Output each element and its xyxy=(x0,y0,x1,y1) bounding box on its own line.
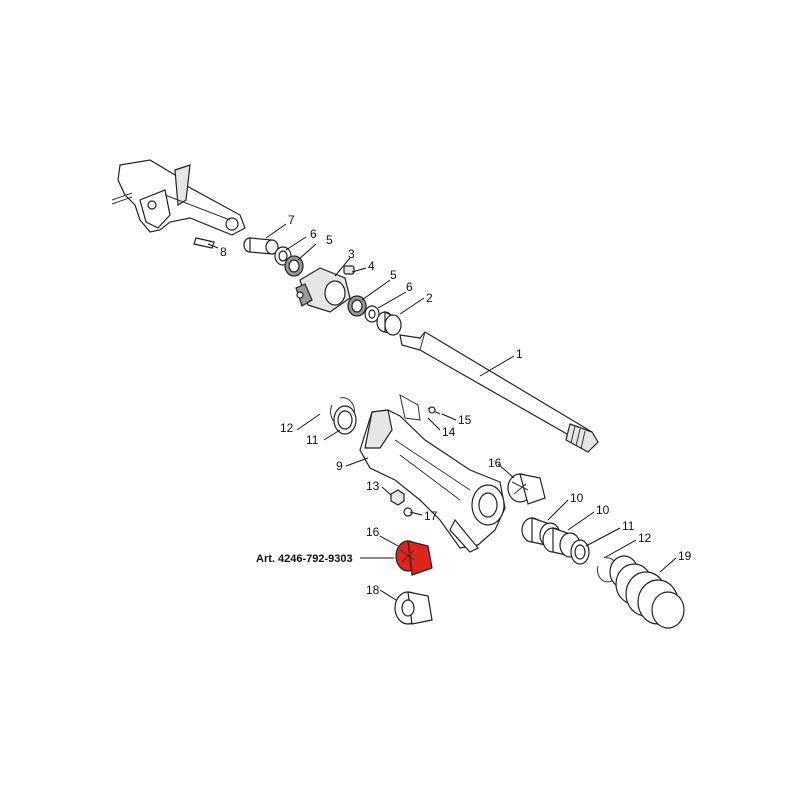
callout-10-b: 10 xyxy=(596,503,610,517)
callout-5-upper: 5 xyxy=(326,233,333,247)
coupling-part-16-right xyxy=(507,473,546,505)
callout-15: 15 xyxy=(458,413,472,427)
callout-19: 19 xyxy=(678,549,692,563)
screw-part-4 xyxy=(343,265,355,275)
seal-part-5-upper xyxy=(284,255,304,277)
callout-16-highlighted: 16 xyxy=(366,525,380,539)
clamp-part-3 xyxy=(295,267,351,313)
handle-bracket xyxy=(111,159,246,236)
callout-3: 3 xyxy=(348,247,355,261)
pin-part-8 xyxy=(193,237,215,249)
bushing-part-18 xyxy=(394,591,433,625)
callout-12-lower: 12 xyxy=(638,531,652,545)
callout-6-lower: 6 xyxy=(406,280,413,294)
washer-part-6-lower xyxy=(364,305,380,323)
gear-housing-part-9 xyxy=(359,394,506,553)
callout-4: 4 xyxy=(368,259,375,273)
callout-10-a: 10 xyxy=(570,491,584,505)
callout-1: 1 xyxy=(516,347,523,361)
callout-16-right: 16 xyxy=(488,456,502,470)
needle-sleeve-part-10-b xyxy=(542,527,581,558)
callout-6-upper: 6 xyxy=(310,227,317,241)
ring-part-11-upper xyxy=(333,405,357,435)
bellows-part-19 xyxy=(609,555,685,629)
callout-12-upper: 12 xyxy=(280,421,294,435)
leader-lines xyxy=(207,223,677,601)
callouts: 1 2 3 4 5 5 6 6 7 8 9 10 10 11 11 12 12 … xyxy=(220,213,692,597)
sleeve-part-7 xyxy=(243,237,279,255)
screw-part-15 xyxy=(427,406,441,415)
callout-13: 13 xyxy=(366,479,380,493)
callout-18: 18 xyxy=(366,583,380,597)
callout-9: 9 xyxy=(336,459,343,473)
coupling-part-16-highlighted[interactable] xyxy=(395,540,433,576)
callout-5-lower: 5 xyxy=(390,268,397,282)
callout-11-lower: 11 xyxy=(622,519,635,533)
bushing-part-2 xyxy=(376,311,402,336)
ring-part-11-lower xyxy=(570,539,590,565)
drive-shaft-part-1 xyxy=(399,331,599,453)
callout-11-upper: 11 xyxy=(306,433,319,447)
callout-17: 17 xyxy=(424,509,438,523)
nut-part-13 xyxy=(390,489,405,506)
callout-8: 8 xyxy=(220,245,227,259)
article-number-label: Art. 4246-792-9303 xyxy=(256,553,353,565)
seal-part-5-lower xyxy=(347,295,367,317)
callout-7: 7 xyxy=(288,213,295,227)
callout-14: 14 xyxy=(442,425,456,439)
callout-2: 2 xyxy=(426,291,433,305)
